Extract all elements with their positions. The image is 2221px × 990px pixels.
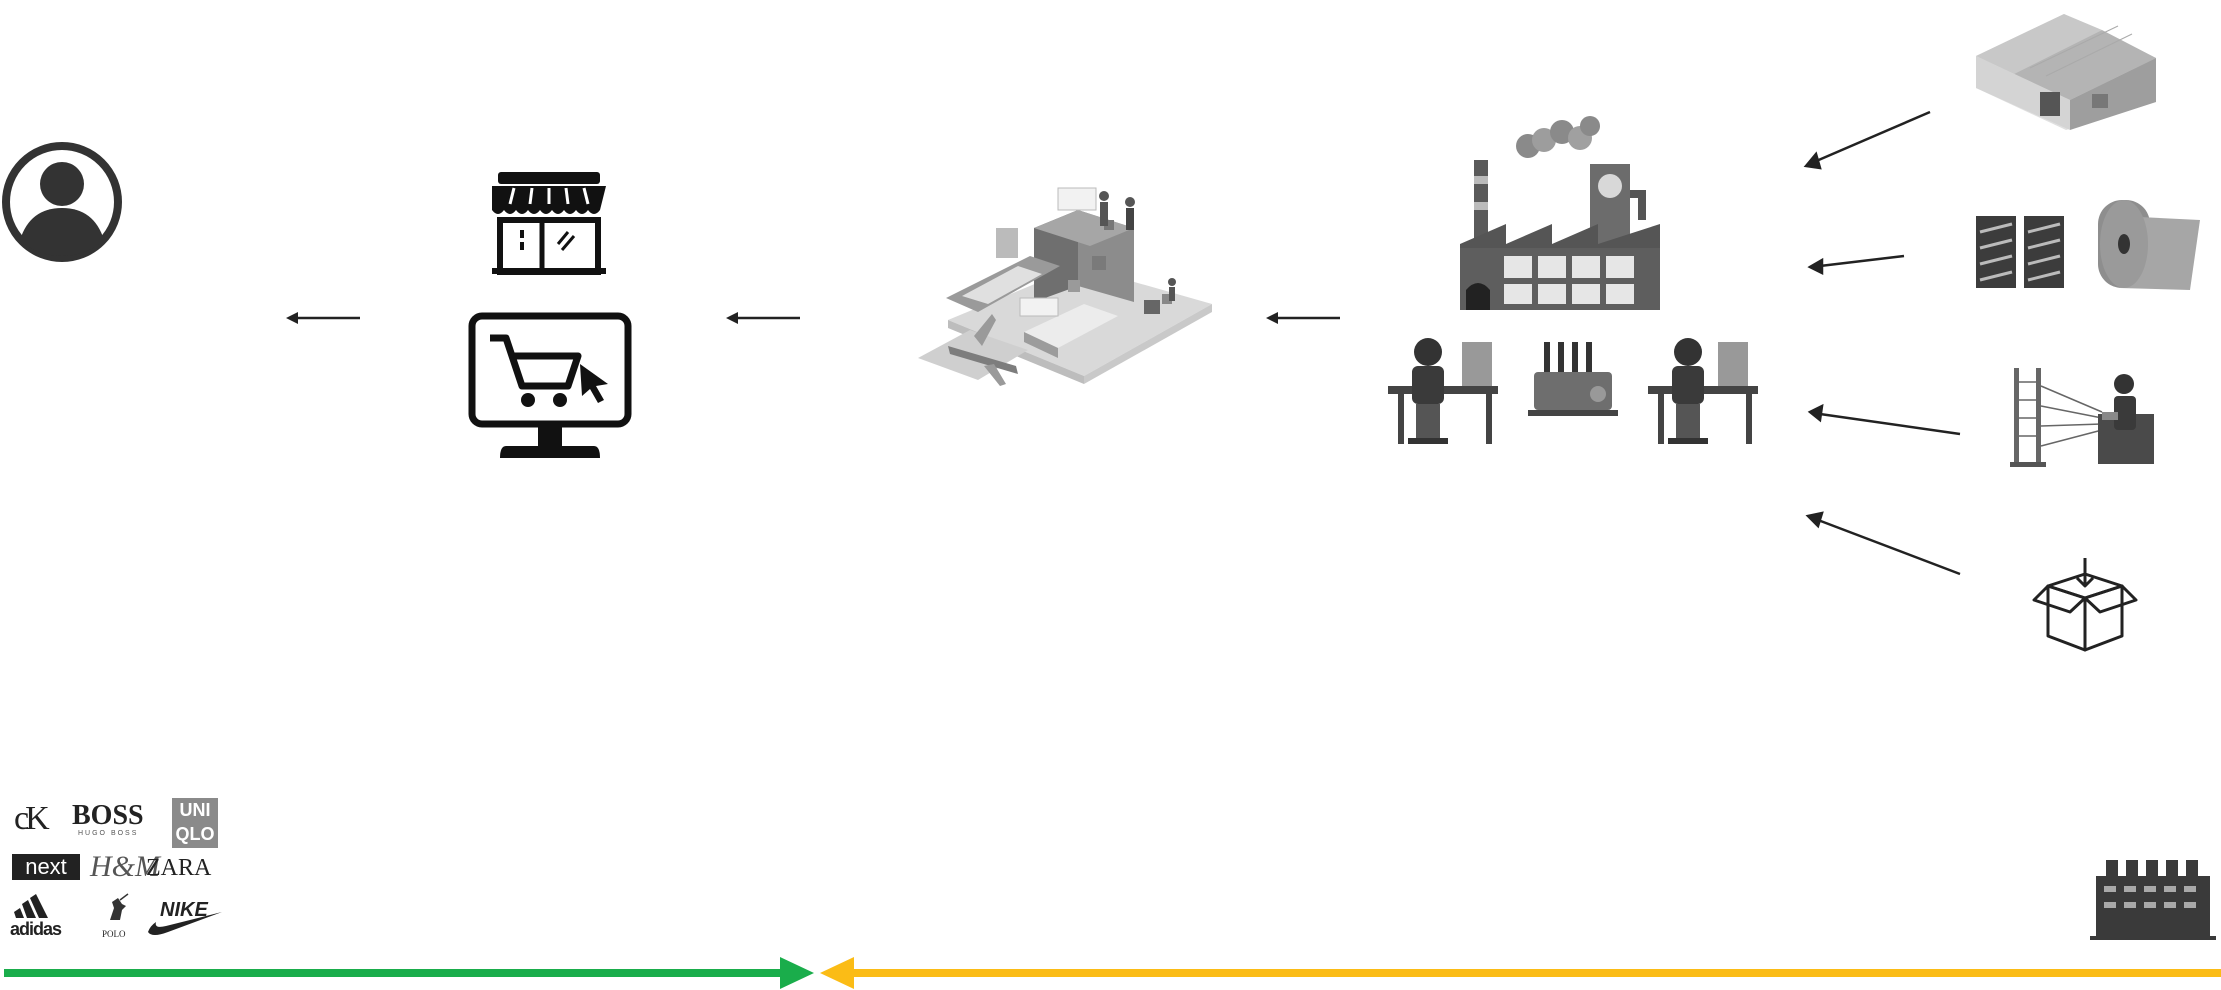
supplier-factory-icon [2090,860,2216,940]
brand-adidas: adidas [10,919,62,939]
green-arrowhead [780,957,814,989]
warehouse-icon [1976,14,2156,130]
brand-uniqlo-top: UNI [179,800,211,820]
user-avatar-icon [2,142,122,262]
online-shopping-cart-icon [468,312,632,458]
factory-icon [1460,116,1660,310]
brand-boss-sub: HUGO BOSS [78,830,139,837]
brand-boss: BOSS [72,800,144,831]
brand-zara: ZARA [146,855,212,881]
arrow-left-2 [726,312,800,324]
storefront-icon [492,172,606,275]
brand-polo: POLO [102,929,126,939]
brand-nike: NIKE [160,899,208,921]
value-chain-bars [4,957,2221,989]
brand-next-label: next [25,854,67,879]
nike-swoosh-icon [148,912,222,935]
logistics-hub-icon [918,187,1212,386]
open-box-icon [2032,558,2138,652]
brand-uniqlo-bottom: QLO [175,824,215,844]
loom-weaver-icon [2010,368,2154,467]
yellow-bar [854,969,2221,977]
yarn-fiber-icon [1976,200,2200,290]
supply-arrows [1803,110,1961,576]
brand-logo-grid: cK BOSS HUGO BOSS UNI QLO next H&M ZARA … [10,798,230,944]
adidas-stripes-icon [14,894,48,918]
brand-next: next [12,854,80,880]
brand-ck: cK [14,800,50,837]
garment-workers-icon [1388,338,1758,444]
polo-horse-icon [110,893,129,920]
yellow-arrowhead [820,957,854,989]
brand-hm: H&M [90,850,160,883]
green-bar [4,969,780,977]
arrow-left-1 [286,312,360,324]
brand-uniqlo: UNI QLO [172,798,218,848]
arrow-left-3 [1266,312,1340,324]
